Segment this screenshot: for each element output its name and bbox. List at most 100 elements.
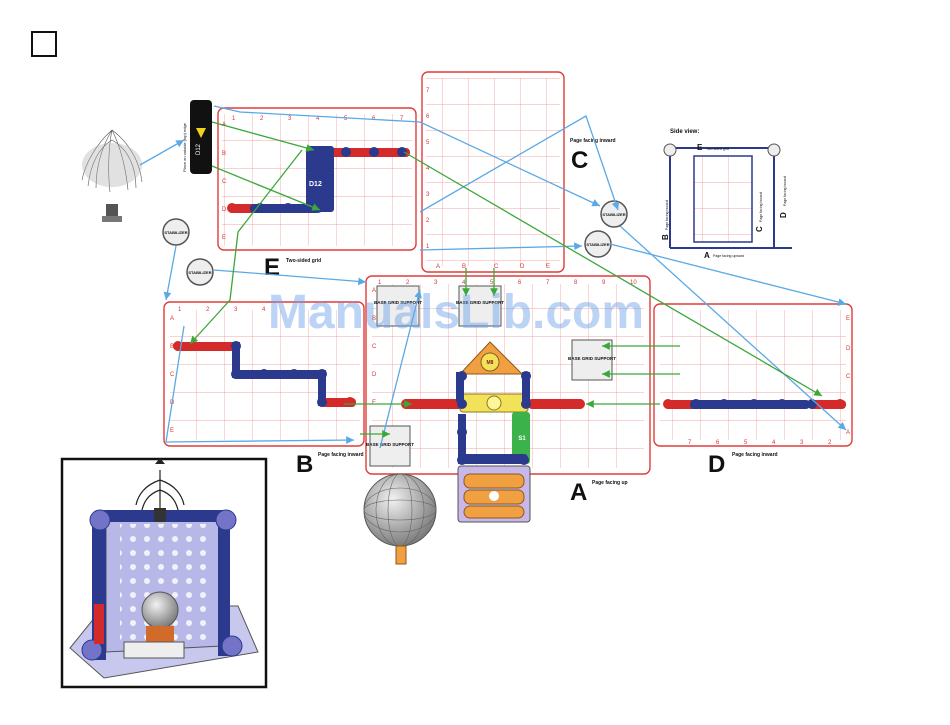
svg-text:Page facing inward: Page facing inward	[783, 176, 787, 206]
svg-text:5: 5	[490, 280, 494, 286]
watermark: ManualsLib.com	[268, 286, 644, 339]
placement-arrows	[139, 105, 847, 449]
svg-text:2: 2	[406, 280, 410, 286]
svg-text:D12: D12	[309, 181, 322, 188]
svg-text:S1: S1	[518, 436, 526, 442]
svg-text:C: C	[372, 344, 377, 350]
svg-text:3: 3	[288, 116, 292, 122]
svg-text:Place on outside (top) edge: Place on outside (top) edge	[182, 122, 187, 172]
svg-text:BASE GRID SUPPORT: BASE GRID SUPPORT	[568, 356, 616, 361]
svg-text:A: A	[704, 251, 710, 260]
svg-text:4: 4	[426, 166, 430, 172]
svg-text:D: D	[520, 264, 525, 270]
svg-text:E: E	[372, 400, 376, 406]
svg-text:Page facing upward: Page facing upward	[713, 254, 744, 258]
stabilizer-right-bottom: STABILIZER	[584, 230, 612, 258]
svg-text:A: A	[436, 264, 440, 270]
svg-text:3: 3	[426, 192, 430, 198]
svg-text:3: 3	[234, 307, 238, 313]
grid-c-caption: Page facing inward	[570, 138, 616, 144]
svg-text:D: D	[846, 346, 851, 352]
svg-text:STABILIZER: STABILIZER	[188, 270, 211, 275]
svg-text:Side view:: Side view:	[670, 129, 699, 135]
svg-text:7: 7	[688, 440, 692, 446]
svg-text:A: A	[846, 430, 850, 436]
svg-text:7: 7	[426, 88, 430, 94]
stabilizer-right-top: STABILIZER	[600, 200, 628, 228]
grid-d-label: D	[708, 451, 725, 478]
grid-b-label: B	[296, 451, 313, 478]
side-view: Side view: E Two-sided grid A Page facin…	[661, 129, 792, 260]
svg-text:4: 4	[772, 440, 776, 446]
svg-text:Two-sided grid: Two-sided grid	[706, 147, 729, 151]
svg-text:8: 8	[574, 280, 578, 286]
stabilizer-left-top: STABILIZER	[162, 218, 190, 246]
svg-text:BASE GRID SUPPORT: BASE GRID SUPPORT	[374, 300, 422, 305]
svg-text:Page facing inward: Page facing inward	[665, 200, 669, 230]
svg-text:3: 3	[434, 280, 438, 286]
svg-text:A: A	[170, 316, 174, 322]
grid-e-label: E	[264, 254, 280, 281]
svg-text:STABILIZER: STABILIZER	[602, 212, 625, 217]
grid-d-caption: Page facing inward	[732, 452, 778, 458]
assembled-photo	[60, 457, 268, 689]
svg-text:1: 1	[426, 244, 430, 250]
svg-text:5: 5	[426, 140, 430, 146]
svg-text:2: 2	[828, 440, 832, 446]
svg-text:10: 10	[630, 280, 637, 286]
svg-text:D12: D12	[196, 143, 202, 155]
svg-text:C: C	[846, 374, 851, 380]
svg-text:Page facing inward: Page facing inward	[759, 192, 763, 222]
grid-a-label: A	[570, 479, 587, 506]
svg-text:E: E	[222, 235, 226, 241]
svg-text:B: B	[661, 234, 670, 240]
svg-text:6: 6	[716, 440, 720, 446]
svg-text:1: 1	[232, 116, 236, 122]
grid-e-caption: Two-sided grid	[286, 258, 321, 264]
svg-text:1: 1	[178, 307, 182, 313]
svg-text:2: 2	[206, 307, 210, 313]
svg-text:B: B	[170, 344, 174, 350]
grid-c-label: C	[571, 147, 588, 174]
svg-text:C: C	[494, 264, 499, 270]
svg-text:BASE GRID SUPPORT: BASE GRID SUPPORT	[366, 442, 414, 447]
checkbox[interactable]	[31, 31, 57, 57]
connection-arrows	[189, 121, 823, 438]
svg-text:4: 4	[462, 280, 466, 286]
grid-a-caption: Page facing up	[592, 480, 628, 486]
svg-text:M8: M8	[487, 360, 494, 366]
svg-text:D: D	[372, 372, 377, 378]
svg-text:4: 4	[316, 116, 320, 122]
svg-text:STABILIZER: STABILIZER	[586, 242, 609, 247]
svg-text:C: C	[755, 226, 764, 232]
svg-text:BASE GRID SUPPORT: BASE GRID SUPPORT	[456, 300, 504, 305]
svg-text:B: B	[462, 264, 466, 270]
globe-part	[363, 473, 437, 565]
stabilizer-left-bottom: STABILIZER	[186, 258, 214, 286]
svg-text:6: 6	[426, 114, 430, 120]
svg-text:7: 7	[400, 116, 404, 122]
fountain-part	[81, 129, 143, 222]
grid-b-caption: Page facing inward	[318, 452, 364, 458]
svg-text:C: C	[170, 372, 175, 378]
circuit-a: M8 S1	[401, 341, 585, 465]
svg-text:D: D	[222, 207, 227, 213]
svg-text:B: B	[372, 316, 376, 322]
svg-text:E: E	[170, 428, 174, 434]
svg-text:E: E	[846, 316, 850, 322]
base-grid-support-left: BASE GRID SUPPORT	[366, 425, 414, 467]
svg-text:5: 5	[744, 440, 748, 446]
svg-text:6: 6	[518, 280, 522, 286]
battery-holder	[457, 465, 531, 523]
svg-text:5: 5	[344, 116, 348, 122]
svg-text:9: 9	[602, 280, 606, 286]
svg-text:C: C	[222, 179, 227, 185]
svg-text:D: D	[779, 212, 788, 218]
d12-part: D12 Place on outside (top) edge	[182, 100, 212, 174]
svg-text:1: 1	[378, 280, 382, 286]
svg-text:2: 2	[426, 218, 430, 224]
